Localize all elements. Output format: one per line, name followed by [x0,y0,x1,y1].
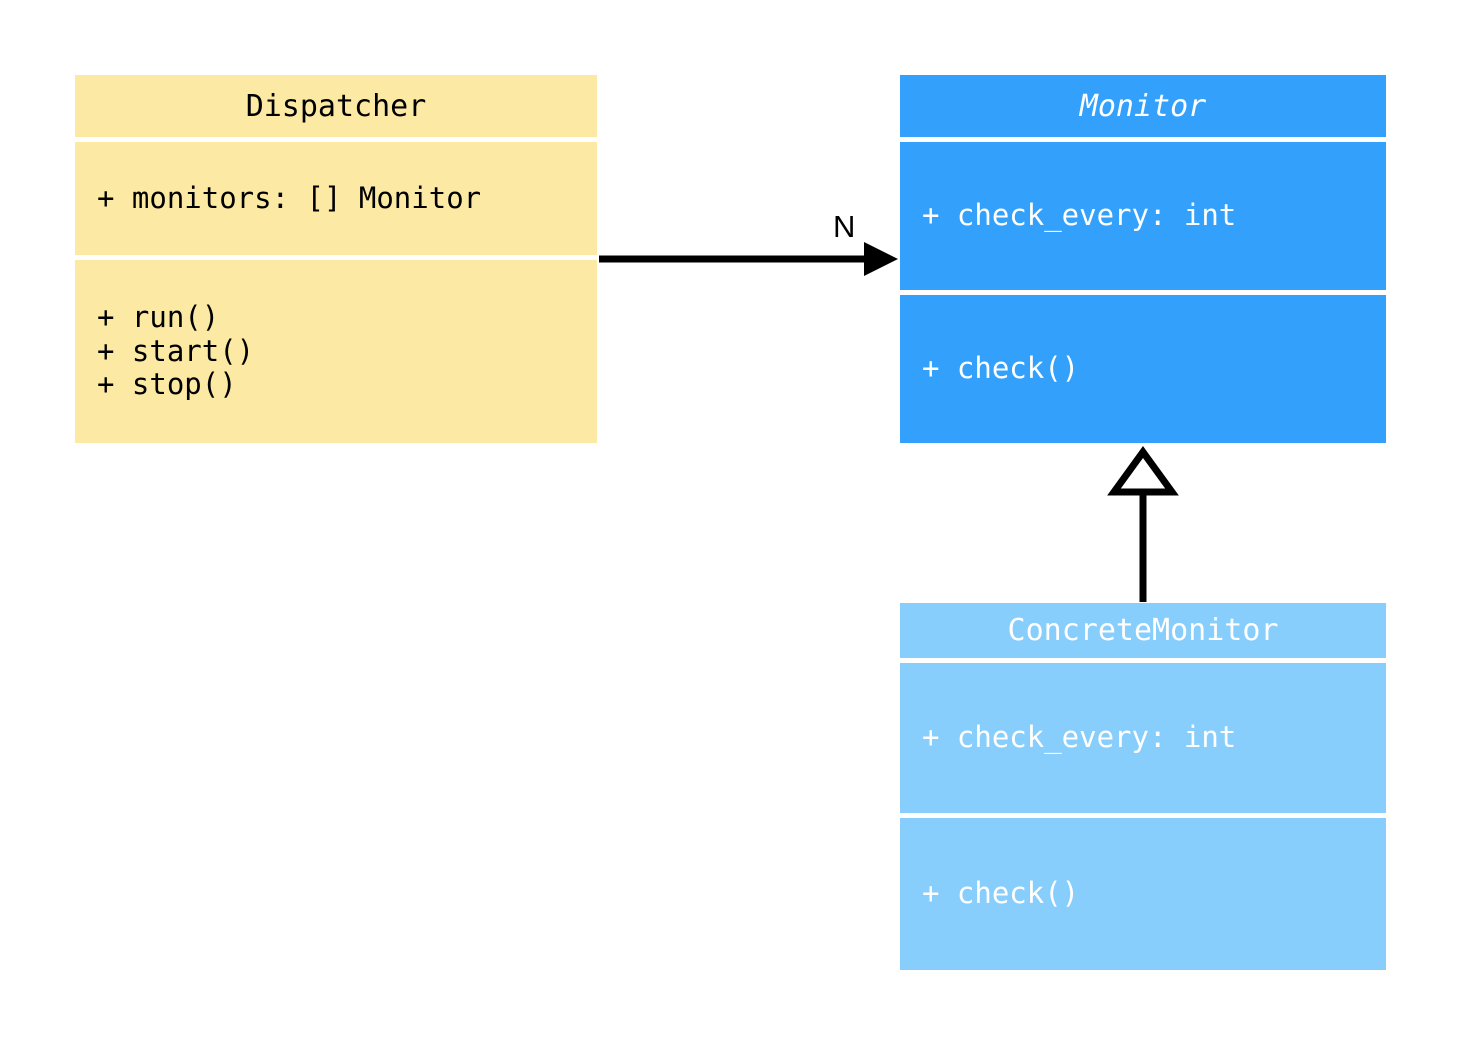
uml-class-concrete-monitor[interactable]: ConcreteMonitor + check_every: int + che… [900,603,1386,970]
compartment-divider [75,137,597,142]
compartment-divider [75,255,597,260]
generalization-arrowhead-hollow [1107,446,1179,496]
class-methods-concrete-monitor: + check() [900,818,1386,970]
compartment-divider [900,813,1386,818]
attribute-row: + monitors: [] Monitor [97,180,482,215]
attribute-row: + check_every: int [922,198,1237,233]
class-title-monitor: Monitor [900,75,1386,137]
edge-dispatcher-to-monitor [599,242,898,276]
uml-class-monitor[interactable]: Monitor + check_every: int + check() [900,75,1386,443]
class-title-dispatcher: Dispatcher [75,75,597,137]
uml-class-dispatcher[interactable]: Dispatcher + monitors: [] Monitor + run(… [75,75,597,443]
class-methods-monitor: + check() [900,295,1386,443]
method-row: + run() [97,300,220,335]
method-row: + check() [922,351,1080,386]
edge-label-multiplicity-n: N [833,209,856,244]
edge-concrete-monitor-to-monitor [1107,446,1179,602]
compartment-divider [900,137,1386,142]
association-arrowhead-filled [864,242,898,276]
attribute-row: + check_every: int [922,720,1237,755]
compartment-divider [900,658,1386,663]
compartment-divider [900,290,1386,295]
method-row: + check() [922,876,1080,911]
method-row: + stop() [97,367,237,402]
class-title-concrete-monitor: ConcreteMonitor [900,603,1386,658]
class-attributes-monitor: + check_every: int [900,142,1386,290]
class-attributes-dispatcher: + monitors: [] Monitor [75,142,597,255]
class-methods-dispatcher: + run() + start() + stop() [75,260,597,443]
class-attributes-concrete-monitor: + check_every: int [900,663,1386,813]
method-row: + start() [97,333,255,368]
